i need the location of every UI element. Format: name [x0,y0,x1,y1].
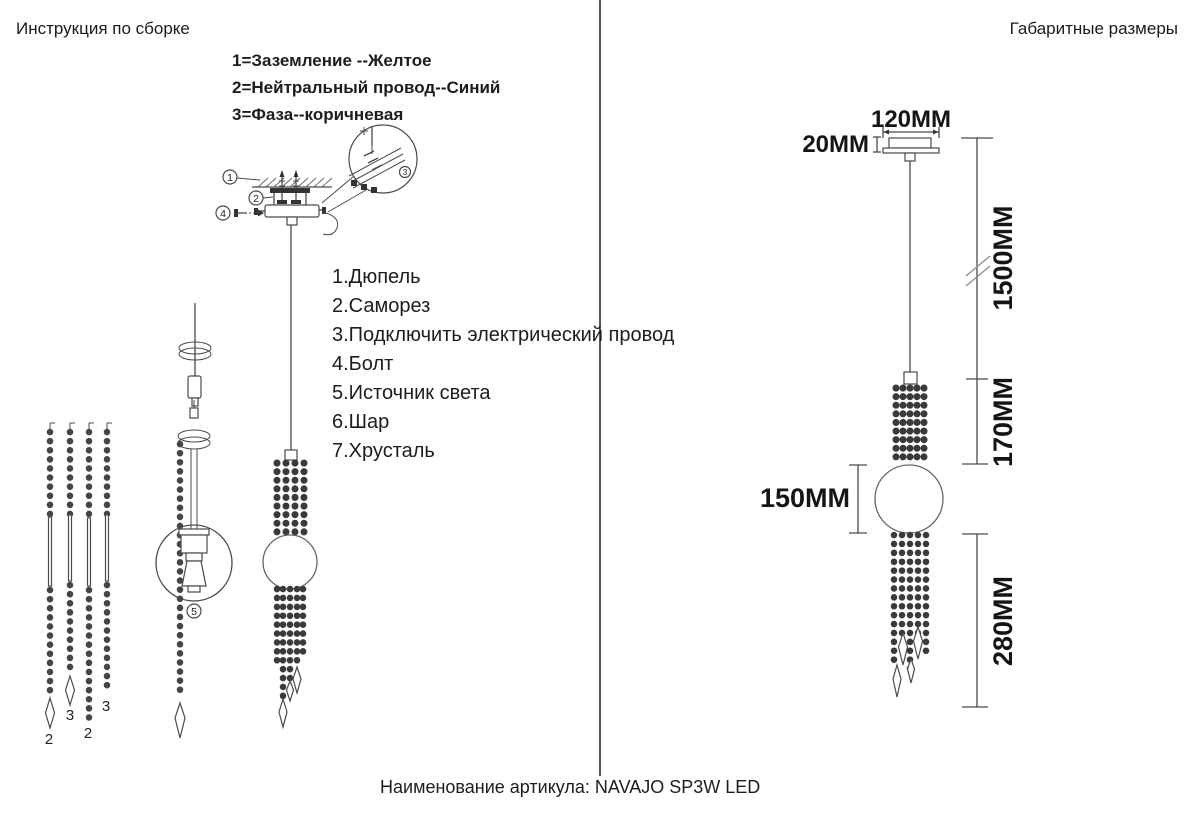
dim-line-ball [849,464,867,534]
chain-label-1: 2 [45,731,53,748]
callout-dowel: 1 [222,169,261,185]
crystal-chain-2 [64,422,76,708]
dim-label-lower-crystals: 280MM [988,576,1018,666]
callout-light-source-number: 5 [191,606,197,618]
dim-cord-grip [903,371,918,385]
dimension-drawing: 120MM 20MM 1500MM 170MM 150MM 280MM [760,106,1018,708]
lower-bead-tassel [273,585,307,730]
parts-item-7: 7.Хрусталь [332,440,435,462]
socket-magnifier-circle [155,524,233,602]
mounting-bracket [270,188,310,205]
parts-item-6: 6.Шар [332,411,390,433]
drop-crystal [64,674,76,708]
crystal-chain-4 [103,422,112,696]
legend-neutral: 2=Нейтральный провод--Синий [232,78,501,97]
dim-line-upper-crystals [962,379,988,465]
dim-label-canopy-width: 120MM [871,106,951,133]
dim-line-cable [961,137,993,380]
dim-label-upper-crystals: 170MM [988,377,1018,467]
wire-color-legend: 1=Заземление --Желтое 2=Нейтральный пров… [232,51,500,125]
legend-ground: 1=Заземление --Желтое [232,51,432,70]
assembled-pendant-drawing [262,225,318,730]
parts-item-5: 5.Источник света [332,382,491,404]
callout-bolt: 4 [215,205,264,221]
chain-label-4: 3 [102,698,110,715]
hook-tool [322,211,339,236]
callout-light-source: 5 [186,603,202,619]
callout-wiring [398,165,412,179]
hanger-part-drawing [178,303,212,407]
wire-splice [348,147,406,193]
callout-bolt-number: 4 [220,208,226,220]
dim-lower-bead-tassel [890,531,930,698]
parts-item-2: 2.Саморез [332,295,431,317]
dim-upper-bead-column [892,384,928,466]
ceiling-hatch [257,177,333,188]
chain-label-2: 3 [66,707,74,724]
lamp-socket [178,528,210,593]
callout-screw: 2 [248,190,274,206]
glass-ball [262,534,318,590]
left-section-title: Инструкция по сборке [16,19,190,38]
wiring-magnifier: 3 [321,124,418,213]
bolt-icon [234,209,238,217]
article-name-footer: Наименование артикула: NAVAJO SP3W LED [380,777,761,797]
parts-item-1: 1.Дюпель [332,266,421,288]
dim-label-ball: 150MM [760,483,850,513]
cord-grip [284,449,298,461]
dim-label-canopy-height: 20MM [802,131,869,158]
ceiling-mount-drawing: 3 1 2 4 [215,124,418,236]
callout-screw-number: 2 [253,193,259,205]
parts-item-4: 4.Болт [332,353,394,375]
chain-label-3: 2 [84,725,92,742]
callout-wiring-number: 3 [403,167,408,177]
pendant-sample-drawing: 5 [155,400,233,739]
dim-line-lower-crystals [962,533,988,708]
mounting-screws [277,170,301,204]
crystal-chain-3 [85,422,94,722]
upper-bead-column [273,459,308,540]
right-section-title: Габаритные размеры [1009,19,1178,38]
dim-line-canopy-width [882,127,940,138]
callout-dowel-number: 1 [227,172,233,184]
parts-item-3: 3.Подключить электрический провод [332,324,675,346]
dim-label-cable: 1500MM [988,205,1018,310]
parts-list: 1.Дюпель 2.Саморез 3.Подключить электрич… [332,266,674,463]
drop-crystal [174,701,186,739]
crystal-chain-1 [44,422,56,731]
dim-canopy [882,137,940,162]
legend-phase: 3=Фаза--коричневая [232,105,404,124]
magnifier-circle [348,124,418,194]
canopy [254,204,326,226]
drop-crystal [44,695,56,731]
dim-line-canopy-height [873,136,881,153]
dim-glass-ball [874,464,944,534]
